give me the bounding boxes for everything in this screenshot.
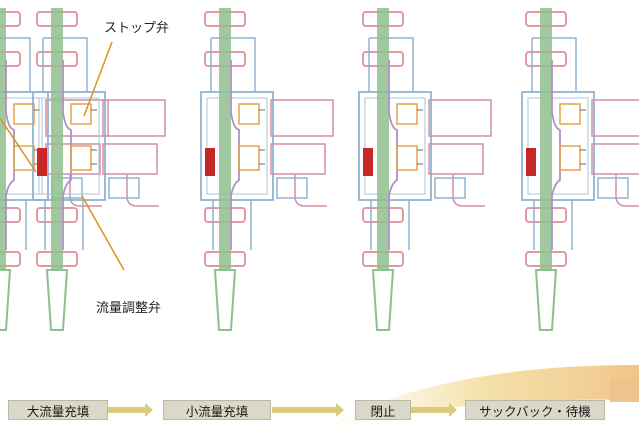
stop-valve-label: ストップ弁 bbox=[104, 21, 170, 36]
nozzle-stage-4 bbox=[521, 7, 639, 331]
step-suckback-standby: サックバック・待機 bbox=[465, 400, 605, 420]
arrow-right-icon bbox=[108, 403, 457, 417]
nozzle-stage-2 bbox=[200, 7, 334, 331]
swoosh-end bbox=[610, 378, 639, 402]
step-large-flow-fill: 大流量充填 bbox=[8, 400, 108, 420]
leader-line-flow-valve bbox=[81, 195, 125, 271]
leader-line-red-block bbox=[0, 117, 37, 173]
nozzle-stage-1 bbox=[32, 7, 166, 331]
leader-line-stop-valve bbox=[83, 41, 113, 117]
nozzle-stage-3 bbox=[358, 7, 492, 331]
step-close: 閉止 bbox=[355, 400, 411, 420]
step-small-flow-fill: 小流量充填 bbox=[163, 400, 271, 420]
flow-valve-label: 流量調整弁 bbox=[96, 301, 162, 316]
